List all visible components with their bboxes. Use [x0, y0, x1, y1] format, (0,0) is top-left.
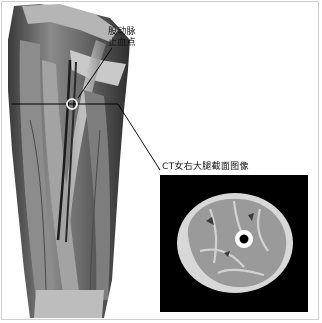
ct-cross-section: [160, 175, 308, 312]
artery-label-line1: 股动脉: [108, 27, 136, 38]
artery-label: 股动脉 止血点: [108, 27, 136, 49]
knee-region: [34, 290, 104, 318]
ct-femur-marrow: [240, 235, 249, 244]
ct-image-panel: [160, 175, 308, 312]
ct-caption: CT女右大腿截面图像: [162, 162, 249, 173]
ct-pointer-line: [118, 104, 160, 170]
artery-label-line2: 止血点: [108, 38, 136, 49]
